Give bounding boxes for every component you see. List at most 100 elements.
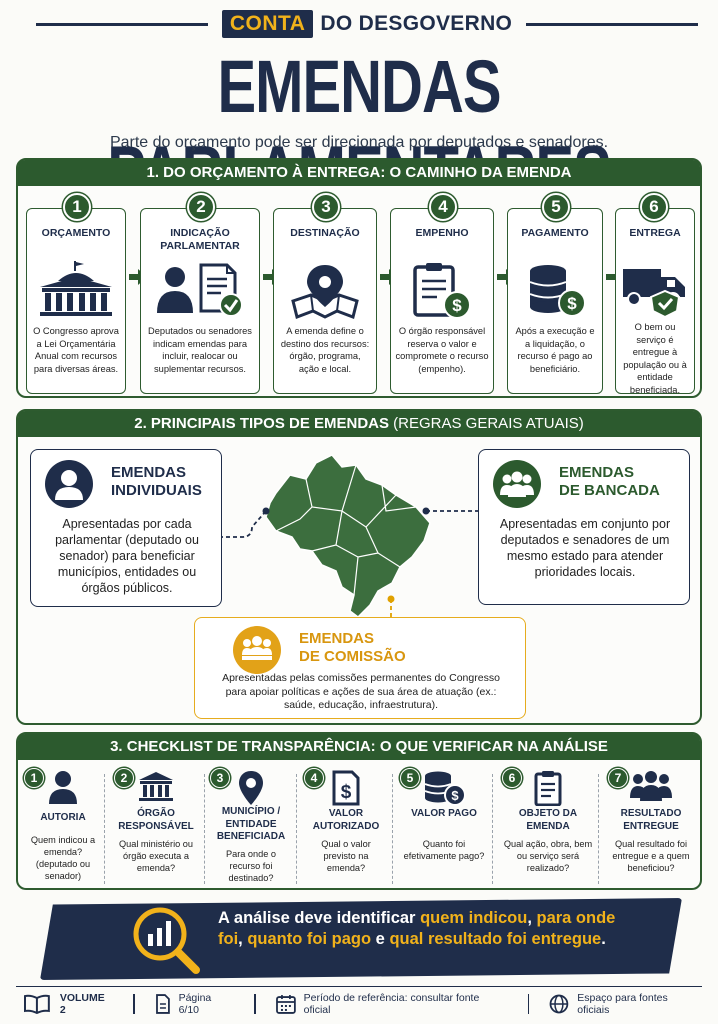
section-transparency-checklist: 3. CHECKLIST DE TRANSPARÊNCIA: O QUE VER… bbox=[16, 732, 702, 890]
brand-name: DO DESGOVERNO bbox=[320, 12, 513, 35]
card-emendas-bancada: EMENDAS DE BANCADA Apresentadas em conju… bbox=[478, 449, 690, 605]
step-card-pagamento: 5 PAGAMENTO $ Após a execução e a liquid… bbox=[507, 193, 603, 394]
svg-text:$: $ bbox=[567, 294, 577, 313]
conclusion-text: A análise deve identificar quem indicou,… bbox=[218, 908, 618, 950]
item-description: Qual ministério ou órgão executa a emend… bbox=[118, 839, 194, 873]
step-card-orcamento: 1 ORÇAMENTO O Congresso aprova a Lei Orç… bbox=[26, 193, 126, 394]
step-description: O órgão responsável reserva o valor e co… bbox=[395, 326, 489, 374]
item-number: 1 bbox=[24, 768, 44, 788]
card-title-line: DE BANCADA bbox=[559, 482, 660, 499]
checklist-item-resultado: 7 RESULTADO ENTREGUE Qual resultado foi … bbox=[608, 766, 694, 888]
brand-row: CONTA DO DESGOVERNO bbox=[0, 8, 718, 40]
item-title: OBJETO DA EMENDA bbox=[518, 808, 578, 832]
globe-icon bbox=[549, 994, 569, 1013]
step-number: 6 bbox=[640, 193, 668, 221]
card-title: EMENDAS INDIVIDUAIS bbox=[111, 464, 202, 500]
item-title: VALOR AUTORIZADO bbox=[312, 808, 380, 832]
section-amendment-types: 2. PRINCIPAIS TIPOS DE EMENDAS (REGRAS G… bbox=[16, 409, 702, 725]
banner-text-part: e bbox=[371, 930, 390, 948]
brand-divider-right bbox=[526, 22, 698, 26]
step-number: 5 bbox=[542, 193, 570, 221]
checklist-item-municipio: 3 MUNICÍPIO / ENTIDADE BENEFICIADA Para … bbox=[210, 766, 292, 888]
section-heading: 2. PRINCIPAIS TIPOS DE EMENDAS (REGRAS G… bbox=[18, 411, 700, 437]
person-icon bbox=[49, 771, 77, 804]
svg-text:$: $ bbox=[341, 782, 352, 803]
section-heading: 1. DO ORÇAMENTO À ENTREGA: O CAMINHO DA … bbox=[18, 160, 700, 186]
section-heading-main: 2. PRINCIPAIS TIPOS DE EMENDAS bbox=[134, 415, 389, 432]
step-number: 1 bbox=[63, 193, 91, 221]
map-pin-icon bbox=[287, 261, 363, 324]
clipboard-money-icon: $ bbox=[407, 261, 477, 326]
item-number: 4 bbox=[304, 768, 324, 788]
sources-label: Espaço para fontes oficiais bbox=[577, 991, 668, 1016]
card-title-line: INDIVIDUAIS bbox=[111, 482, 202, 499]
step-description: Deputados ou senadores indicam emendas p… bbox=[148, 326, 252, 374]
card-title-line: EMENDAS bbox=[111, 464, 187, 481]
group-icon bbox=[630, 771, 672, 801]
banner-highlight: quanto foi pago bbox=[247, 930, 372, 948]
card-description: Apresentadas por cada parlamentar (deput… bbox=[55, 517, 199, 595]
card-emendas-individuais: EMENDAS INDIVIDUAIS Apresentadas por cad… bbox=[30, 449, 222, 607]
step-number: 3 bbox=[312, 193, 340, 221]
divider bbox=[204, 774, 205, 884]
section-path-of-amendment: 1. DO ORÇAMENTO À ENTREGA: O CAMINHO DA … bbox=[16, 158, 702, 398]
congress-building-icon bbox=[36, 261, 116, 324]
step-title: ORÇAMENTO bbox=[41, 227, 111, 239]
divider bbox=[254, 993, 256, 1014]
document-icon bbox=[155, 993, 170, 1014]
brazil-map-icon bbox=[265, 454, 431, 618]
banner-text-part: , bbox=[238, 930, 248, 948]
money-document-icon: $ bbox=[332, 770, 360, 806]
step-description: O Congresso aprova a Lei Orçamentária An… bbox=[33, 326, 119, 374]
card-description: Apresentadas pelas comissões permanentes… bbox=[222, 672, 500, 711]
item-title: ÓRGÃO RESPONSÁVEL bbox=[118, 808, 194, 832]
magnifier-chart-icon bbox=[133, 907, 200, 974]
banner-text-part: A análise deve identificar bbox=[218, 909, 421, 927]
card-title: EMENDAS DE COMISSÃO bbox=[299, 630, 406, 666]
banner-highlight: qual resultado foi entregue bbox=[389, 930, 602, 948]
footer-volume: VOLUME 2 bbox=[24, 992, 113, 1016]
person-icon bbox=[45, 460, 93, 508]
coins-money-icon: $ bbox=[520, 261, 590, 324]
step-card-entrega: 6 ENTREGA O bem ou serviço é entregue à … bbox=[615, 193, 695, 395]
step-description: A emenda define o destino dos recursos: … bbox=[280, 326, 370, 374]
item-description: Qual resultado foi entregue e a quem ben… bbox=[612, 839, 690, 873]
calendar-icon bbox=[275, 994, 296, 1014]
checklist-item-objeto: 6 OBJETO DA EMENDA Qual ação, obra, bem … bbox=[502, 766, 594, 888]
card-emendas-comissao: EMENDAS DE COMISSÃO Apresentadas pelas c… bbox=[194, 617, 526, 719]
svg-text:$: $ bbox=[451, 788, 459, 803]
item-title: RESULTADO ENTREGUE bbox=[620, 808, 682, 832]
divider bbox=[392, 774, 393, 884]
divider bbox=[133, 993, 135, 1014]
page-indicator: Página 6/10 bbox=[178, 991, 212, 1016]
coins-icon: $ bbox=[424, 771, 466, 806]
banner-highlight: para onde foi bbox=[218, 909, 616, 948]
step-title: PAGAMENTO bbox=[521, 227, 589, 239]
step-description: O bem ou serviço é entregue à população … bbox=[623, 322, 687, 395]
item-description: Qual o valor previsto na emenda? bbox=[321, 839, 371, 873]
building-icon bbox=[139, 772, 173, 801]
footer-sources: Espaço para fontes oficiais bbox=[549, 992, 702, 1016]
item-number: 5 bbox=[400, 768, 420, 788]
step-title: DESTINAÇÃO bbox=[290, 227, 360, 239]
step-title: EMPENHO bbox=[415, 227, 469, 239]
item-title: AUTORIA bbox=[40, 812, 86, 823]
footer: VOLUME 2 Página 6/10 Período de referênc… bbox=[16, 986, 702, 1020]
divider bbox=[598, 774, 599, 884]
card-title-line: EMENDAS bbox=[299, 630, 375, 647]
person-document-check-icon bbox=[155, 261, 245, 322]
card-title-line: DE COMISSÃO bbox=[299, 648, 406, 665]
item-description: Para onde o recurso foi destinado? bbox=[225, 849, 277, 883]
open-book-icon bbox=[24, 994, 50, 1014]
item-number: 2 bbox=[114, 768, 134, 788]
connector-line bbox=[422, 507, 478, 515]
step-title: INDICAÇÃO PARLAMENTAR bbox=[160, 227, 240, 252]
step-number: 2 bbox=[187, 193, 215, 221]
divider bbox=[527, 993, 530, 1014]
item-number: 3 bbox=[210, 768, 230, 788]
banner-highlight: quem indicou bbox=[420, 909, 528, 927]
map-pin-icon bbox=[239, 771, 263, 805]
step-number: 4 bbox=[429, 193, 457, 221]
step-title: ENTREGA bbox=[629, 227, 681, 239]
banner-text-part: , bbox=[527, 909, 537, 927]
